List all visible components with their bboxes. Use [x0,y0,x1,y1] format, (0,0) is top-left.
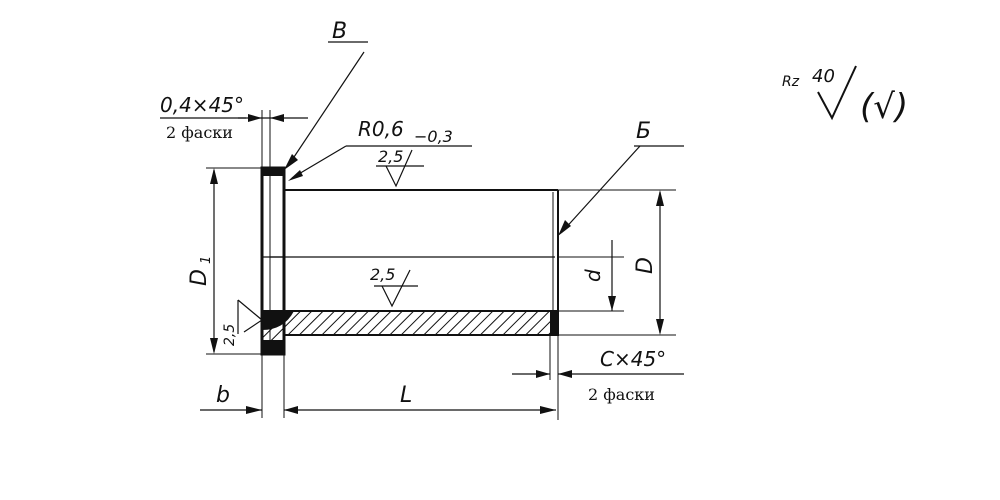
rough-mid-value: 2,5 [370,265,395,284]
rz-value: 40 [812,66,835,87]
paren-mark: (√) [860,87,908,127]
section-mark-b: Б [558,119,684,236]
l-label: L [400,383,412,408]
dim-big-d: D [558,189,676,336]
label-v: В [332,19,347,44]
d1-label: D [187,269,212,286]
part-outline [260,166,559,356]
chamfer-right-dim: C×45° 2 фаски [512,335,684,404]
label-b: Б [636,119,651,144]
roughness-mid: 2,5 [370,265,418,308]
general-roughness: Rz 40 (√) [782,65,908,127]
rough-top-value: 2,5 [378,147,403,166]
dim-d: d [558,240,624,312]
dim-l: L [286,335,559,420]
d1-sub: 1 [199,256,214,264]
section-mark-v: В [284,19,368,170]
radius-leader: R0,6 −0,3 [288,117,472,181]
right-end-dark [550,311,558,335]
flange-bottom-dark [262,340,284,354]
chamfer-right-note: 2 фаски [588,385,655,404]
hatched-section [261,310,559,355]
dim-d1: D 1 [187,167,262,355]
dim-b: b [200,354,298,418]
fillet-shape [262,311,294,330]
chamfer-left-note: 2 фаски [166,123,233,142]
roughness-top: 2,5 [376,147,424,188]
chamfer-right-value: C×45° [600,347,666,371]
big-d-label: D [633,257,658,274]
chamfer-left-value: 0,4×45° [160,93,244,117]
rz-label: Rz [782,74,800,90]
radius-label: R0,6 [358,117,404,141]
radius-tol: −0,3 [414,127,453,146]
chamfer-left-dim: 0,4×45° 2 фаски [160,93,308,168]
roughness-left: 2,5 [222,299,264,346]
flange-top-cap [262,168,284,176]
rough-left-value: 2,5 [222,324,238,346]
d-label: d [581,269,605,282]
b-label: b [216,383,230,408]
